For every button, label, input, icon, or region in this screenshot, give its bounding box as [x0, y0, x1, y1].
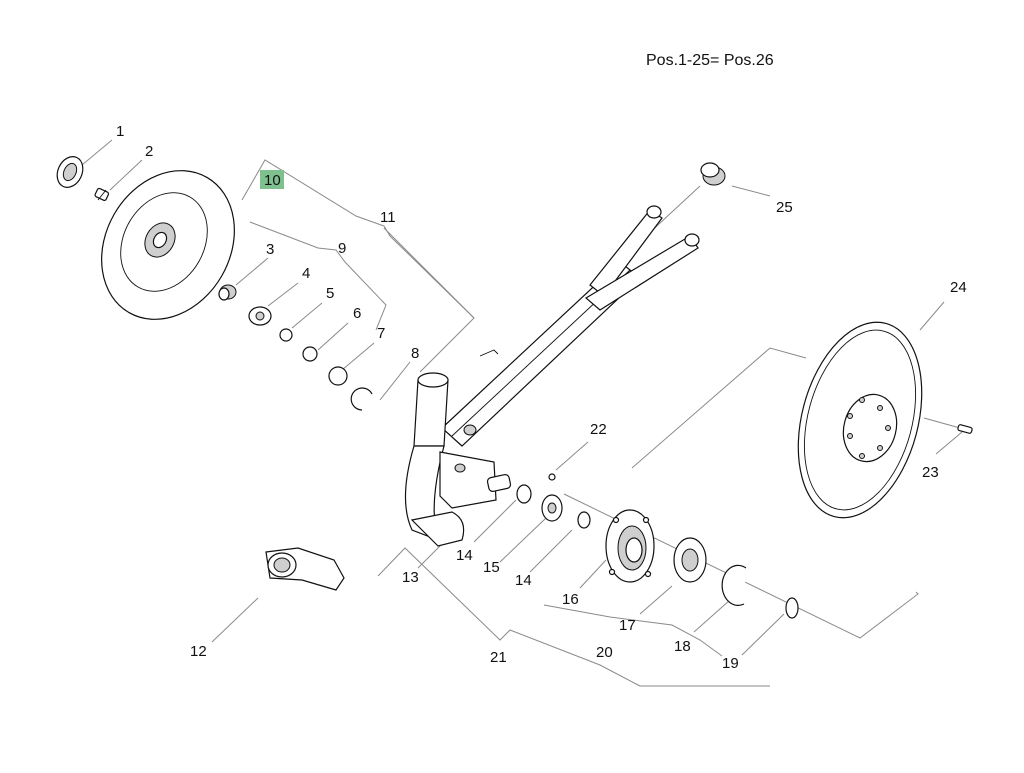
part-13-arm — [404, 205, 700, 547]
part-22-nipple — [548, 473, 556, 481]
callout-2[interactable]: 2 — [145, 143, 153, 160]
callout-14-a[interactable]: 14 — [456, 547, 473, 564]
callout-9[interactable]: 9 — [338, 240, 346, 257]
callout-21[interactable]: 21 — [490, 649, 507, 666]
callout-8[interactable]: 8 — [411, 345, 419, 362]
part-12-elbow — [265, 547, 345, 591]
callout-15[interactable]: 15 — [483, 559, 500, 576]
part-4-washer — [248, 306, 272, 326]
part-3-bushing — [218, 284, 237, 301]
callout-6[interactable]: 6 — [353, 305, 361, 322]
part-18-circlip — [721, 564, 747, 606]
callout-11[interactable]: 11 — [380, 209, 396, 226]
part-2-bolt — [94, 187, 110, 202]
part-25-cap — [700, 162, 726, 186]
callout-14-b[interactable]: 14 — [515, 572, 532, 589]
position-note: Pos.1-25= Pos.26 — [646, 52, 774, 69]
part-6-ring — [302, 346, 318, 362]
part-17-bearing — [673, 537, 707, 583]
part-19-ring — [785, 597, 799, 619]
callout-5[interactable]: 5 — [326, 285, 334, 302]
callout-20[interactable]: 20 — [596, 644, 613, 661]
part-23-screw — [957, 424, 973, 434]
callout-10[interactable]: 10 — [264, 172, 281, 189]
part-8-circlip — [350, 387, 373, 411]
part-16-hub — [605, 509, 655, 583]
callout-7[interactable]: 7 — [377, 325, 385, 342]
part-14-ring-b — [577, 511, 591, 529]
callout-24[interactable]: 24 — [950, 279, 967, 296]
callout-labels: 1 2 10 11 9 3 4 5 6 7 8 25 24 22 23 14 1… — [116, 123, 967, 672]
part-15-washer — [541, 494, 563, 522]
callout-25[interactable]: 25 — [776, 199, 793, 216]
callout-19[interactable]: 19 — [722, 655, 739, 672]
callout-1[interactable]: 1 — [116, 123, 124, 140]
part-5-ring — [279, 328, 293, 342]
callout-23[interactable]: 23 — [922, 464, 939, 481]
callout-18[interactable]: 18 — [674, 638, 691, 655]
part-7-ring — [328, 366, 348, 386]
callout-12[interactable]: 12 — [190, 643, 207, 660]
part-14-ring-a — [516, 484, 532, 504]
callout-3[interactable]: 3 — [266, 241, 274, 258]
part-24-disc — [797, 321, 923, 519]
callout-17[interactable]: 17 — [619, 617, 636, 634]
callout-4[interactable]: 4 — [302, 265, 310, 282]
part-1-cap — [56, 156, 84, 188]
callout-13[interactable]: 13 — [402, 569, 419, 586]
callout-10-highlight — [260, 170, 284, 189]
callout-16[interactable]: 16 — [562, 591, 579, 608]
callout-22[interactable]: 22 — [590, 421, 607, 438]
part-10-disc — [101, 170, 235, 320]
